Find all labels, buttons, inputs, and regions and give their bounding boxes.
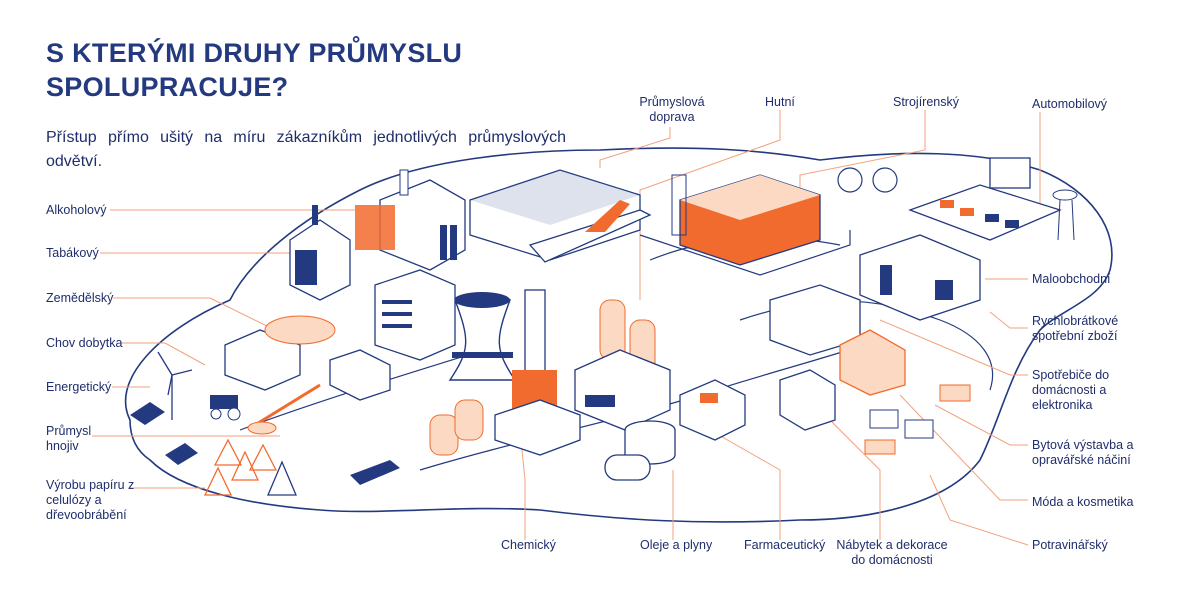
- label-bytova-vystavba: Bytová výstavba a opravářské náčiní: [1032, 438, 1134, 467]
- label-rychlobratkove: Rychlobrátkové spotřební zboží: [1032, 314, 1119, 343]
- chemical-plant: [494, 289, 656, 456]
- fertilizer-conveyor: [254, 383, 321, 427]
- trees-top: [837, 167, 898, 193]
- page-title: S KTERÝMI DRUHY PRŮMYSLU SPOLUPRACUJE?: [46, 36, 546, 104]
- distillery-building: [355, 169, 466, 271]
- label-nabytek-dekorace: Nábytek a dekorace do domácnosti: [836, 538, 948, 567]
- label-vyroba-papiru: Výrobu papíru z celulózy a dřevoobrábění: [46, 478, 135, 522]
- solar-panels: [130, 402, 198, 465]
- fertilizer-pile: [247, 421, 277, 435]
- label-oleje-plyny: Oleje a plyny: [640, 538, 713, 552]
- label-alkoholovy: Alkoholový: [46, 203, 107, 217]
- label-potravinarsky: Potravinářský: [1032, 538, 1108, 552]
- title-line-2: SPOLUPRACUJE?: [46, 72, 289, 102]
- pharma-building: [679, 379, 746, 441]
- cooling-tower: [448, 292, 517, 381]
- industrial-fence: [639, 230, 851, 276]
- steel-plant-building: [671, 174, 821, 266]
- farm-buildings: [224, 315, 391, 401]
- office-building: [374, 269, 456, 361]
- residential-houses: [769, 284, 906, 431]
- rail-wagon: [350, 460, 400, 485]
- tobacco-building: [289, 205, 351, 301]
- label-zemedelsky: Zemědělský: [46, 291, 114, 305]
- label-strojirensky: Strojírenský: [893, 95, 959, 109]
- page-subtitle: Přístup přímo ušitý na míru zákazníkům j…: [46, 129, 566, 170]
- car-park: [908, 157, 1078, 241]
- title-line-1: S KTERÝMI DRUHY PRŮMYSLU: [46, 38, 463, 68]
- label-energeticky: Energetický: [46, 380, 112, 394]
- retail-building: [859, 234, 981, 321]
- storage-tanks-orange: [429, 399, 484, 456]
- label-maloobchodni: Maloobchodní: [1032, 272, 1111, 286]
- label-automobilovy: Automobilový: [1032, 97, 1108, 111]
- market-stalls: [864, 384, 971, 455]
- label-chemicky: Chemický: [501, 538, 556, 552]
- island-outline: [124, 147, 1113, 523]
- leader-lines-right: [879, 278, 1029, 546]
- label-prumyslova-doprava: Průmyslová doprava: [639, 95, 705, 124]
- oil-tank: [604, 420, 676, 481]
- leader-lines-bottom: [519, 419, 881, 540]
- label-spotrebice: Spotřebiče do domácnosti a elektronika: [1032, 368, 1110, 412]
- wind-turbine: [157, 351, 193, 420]
- label-farmaceuticky: Farmaceutický: [744, 538, 826, 552]
- leader-lines-top: [599, 110, 1041, 300]
- label-hutni: Hutní: [765, 95, 795, 109]
- leader-lines-left: [92, 209, 355, 489]
- label-prumysl-hnojiv: Průmysl hnojiv: [46, 424, 92, 453]
- forest-trees-navy: [267, 460, 297, 496]
- label-chov-dobytka: Chov dobytka: [46, 336, 123, 350]
- forest-trees: [203, 438, 278, 496]
- label-tabakovy: Tabákový: [46, 246, 99, 260]
- factory-building: [574, 349, 671, 431]
- label-moda-kosmetika: Móda a kosmetika: [1032, 495, 1134, 509]
- airplane: [528, 200, 652, 263]
- tractor: [210, 395, 241, 421]
